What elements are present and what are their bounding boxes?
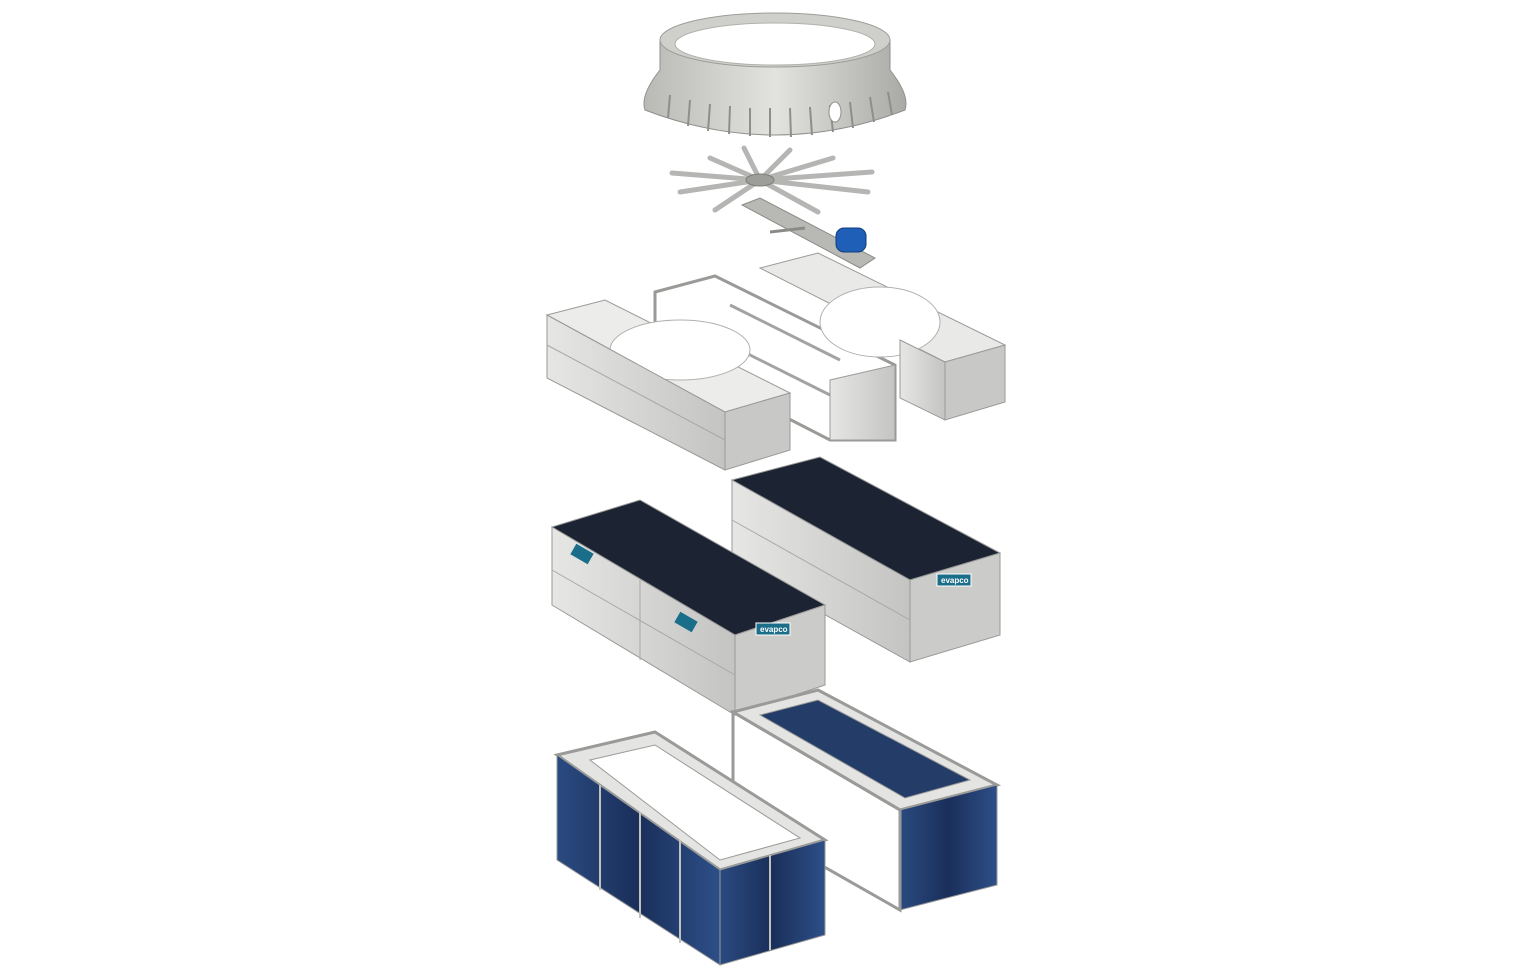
- fan-assembly: [669, 145, 875, 215]
- coil-module-right: [730, 456, 1002, 663]
- logo-text: evapco: [760, 625, 788, 634]
- upper-casing: [545, 252, 1007, 471]
- fan-stack-ring: [643, 12, 907, 138]
- drive-assembly: [740, 197, 876, 269]
- evapco-logo: evapco: [936, 573, 972, 587]
- logo-text: evapco: [941, 576, 969, 585]
- basin-left: [553, 730, 829, 966]
- evapco-logo: [570, 543, 594, 565]
- basin-right: [729, 688, 1002, 913]
- evapco-logo: [674, 611, 698, 633]
- evapco-logo: evapco: [755, 622, 791, 636]
- motor: [835, 227, 867, 253]
- coil-module-left: [550, 499, 827, 716]
